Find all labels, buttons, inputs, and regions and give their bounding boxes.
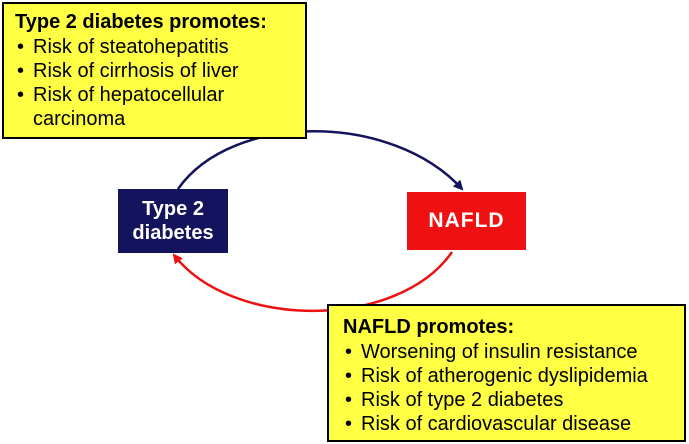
bullet-icon: • [17, 36, 25, 58]
bullet-icon: • [345, 341, 353, 363]
bullet-icon: • [345, 389, 353, 411]
list-item: • Worsening of insulin resistance [343, 340, 684, 364]
list-item: • Risk of atherogenic dyslipidemia [343, 364, 684, 388]
list-item-text: Risk of cirrhosis of liver [33, 60, 239, 82]
nafld-effects-list: • Worsening of insulin resistance • Risk… [343, 340, 684, 436]
list-item: • Risk of cirrhosis of liver [15, 59, 305, 83]
nafld-effects-callout: NAFLD promotes: • Worsening of insulin r… [327, 304, 686, 442]
list-item-text: Risk of steatohepatitis [33, 36, 229, 58]
list-item: • Risk of cardiovascular disease [343, 412, 684, 436]
diabetes-effects-list: • Risk of steatohepatitis • Risk of cirr… [15, 35, 305, 131]
bullet-icon: • [17, 84, 25, 106]
list-item-text: Risk of cardiovascular disease [361, 413, 632, 435]
arrow-nafld-to-diabetes [172, 251, 454, 313]
nafld-effects-title: NAFLD promotes: [343, 316, 515, 338]
list-item-text: Risk of type 2 diabetes [361, 389, 564, 411]
arrow-diabetes-to-nafld [176, 130, 464, 191]
list-item-text: Worsening of insulin resistance [361, 341, 638, 363]
bullet-icon: • [17, 60, 25, 82]
list-item: • Risk of steatohepatitis [15, 35, 305, 59]
list-item: • Risk of type 2 diabetes [343, 388, 684, 412]
type-2-diabetes-node: Type 2 diabetes [118, 189, 228, 253]
nafld-node: NAFLD [407, 192, 526, 250]
bullet-icon: • [345, 413, 353, 435]
list-item: • Risk of hepatocellular carcinoma [15, 83, 305, 131]
list-item-text: Risk of hepatocellular carcinoma [33, 84, 225, 130]
bullet-icon: • [345, 365, 353, 387]
diabetes-effects-callout: Type 2 diabetes promotes: • Risk of stea… [2, 2, 307, 139]
list-item-text: Risk of atherogenic dyslipidemia [361, 365, 648, 387]
diabetes-effects-title: Type 2 diabetes promotes: [15, 11, 267, 33]
